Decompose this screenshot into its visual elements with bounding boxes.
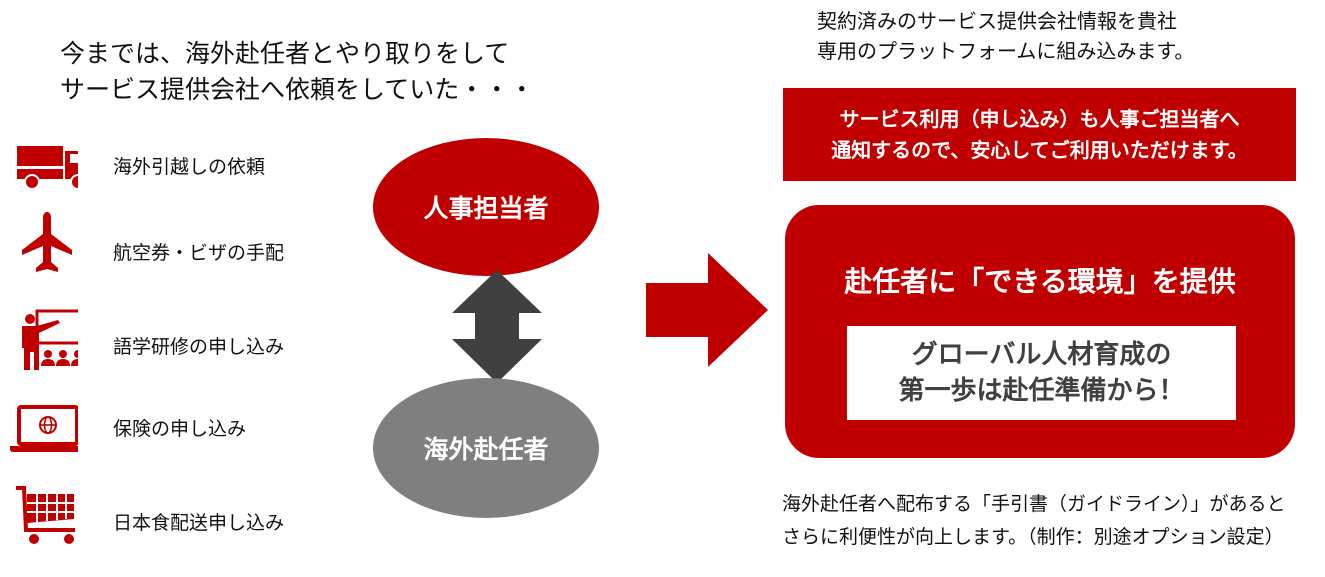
laptop-globe-icon: [10, 405, 78, 452]
hr-staff-label: 人事担当者: [423, 194, 549, 223]
service-item-language: 語学研修の申し込み: [0, 306, 340, 370]
environment-title: 赴任者に「できる環境」を提供: [844, 265, 1236, 298]
footer-line-1: 海外赴任者へ配布する「手引書（ガイドライン）」があると: [782, 493, 1286, 515]
slogan-line-2: 第一歩は赴任準備から！: [898, 376, 1185, 406]
arrow-right-icon: [646, 253, 768, 367]
headline-line-2: サービス提供会社へ依頼をしていた・・・: [60, 75, 535, 104]
airplane-icon: [22, 212, 72, 272]
footer-line-2: さらに利便性が向上します。（制作：別途オプション設定）: [782, 526, 1284, 548]
intro-line-2: 専用のプラットフォームに組み込みます。: [817, 39, 1195, 63]
service-label: 語学研修の申し込み: [113, 336, 285, 358]
service-item-flight: 航空券・ビザの手配: [0, 212, 340, 272]
slogan-box: グローバル人材育成の 第一歩は赴任準備から！: [847, 326, 1236, 420]
expat-ellipse: 海外赴任者: [373, 378, 599, 518]
expat-label: 海外赴任者: [423, 435, 549, 464]
notice-line-1: サービス利用（申し込み）も人事ご担当者へ: [839, 106, 1240, 131]
truck-icon: [17, 146, 78, 190]
notice-line-2: 通知するので、安心してご利用いただけます。: [831, 137, 1248, 162]
service-item-insurance: 保険の申し込み: [0, 402, 340, 462]
service-label: 保険の申し込み: [113, 418, 247, 440]
environment-provision-box: 赴任者に「できる環境」を提供 グローバル人材育成の 第一歩は赴任準備から！: [785, 205, 1295, 458]
service-label: 日本食配送申し込み: [113, 512, 285, 534]
platform-intro-text: 契約済みのサービス提供会社情報を貴社 専用のプラットフォームに組み込みます。: [817, 6, 1194, 66]
service-label: 海外引越しの依頼: [113, 156, 266, 178]
double-arrow-vertical-icon: [452, 270, 542, 383]
headline-line-1: 今までは、海外赴任者とやり取りをして: [60, 39, 510, 68]
service-label: 航空券・ビザの手配: [113, 242, 285, 264]
intro-line-1: 契約済みのサービス提供会社情報を貴社: [817, 9, 1177, 33]
service-item-food: 日本食配送申し込み: [0, 480, 340, 544]
notification-notice-box: サービス利用（申し込み）も人事ご担当者へ 通知するので、安心してご利用いただけま…: [783, 88, 1296, 181]
headline: 今までは、海外赴任者とやり取りをして サービス提供会社へ依頼をしていた・・・: [60, 36, 534, 108]
service-item-moving: 海外引越しの依頼: [0, 134, 340, 194]
slogan-line-1: グローバル人材育成の: [911, 340, 1172, 370]
teacher-presentation-icon: [22, 309, 78, 370]
shopping-cart-icon: [16, 486, 75, 544]
hr-staff-ellipse: 人事担当者: [373, 138, 599, 276]
guideline-note: 海外赴任者へ配布する「手引書（ガイドライン）」があると さらに利便性が向上します…: [782, 488, 1286, 554]
